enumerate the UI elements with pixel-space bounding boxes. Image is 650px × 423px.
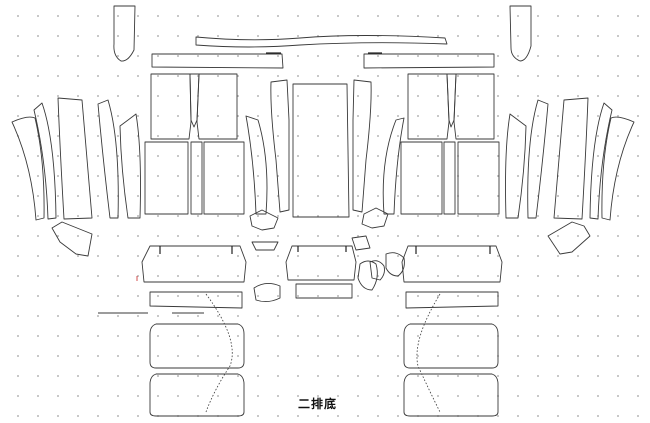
center-right-bolster [352,79,372,213]
right-outer-bolster-5 [505,113,527,219]
right-cushion-lower [403,373,499,417]
left-cushion-upper [149,323,245,369]
right-backrest-upper-a [407,73,450,140]
top-curved-strip [195,35,448,48]
left-cushion-lower [149,373,245,417]
right-round-flap-b [369,260,385,281]
small-trim-top-left [251,241,279,251]
headrest-post-right [509,5,532,62]
left-round-flap [253,283,281,303]
right-long-strip [363,53,495,69]
right-small-strap [547,221,591,255]
left-outer-bolster-3 [57,97,93,220]
right-seat-base [401,245,503,283]
right-outer-bolster-2 [589,102,613,220]
right-outer-bolster-1 [601,116,635,221]
right-outer-bolster-3 [553,97,589,220]
left-outer-bolster-1 [11,116,45,221]
right-round-flap-a [357,260,378,291]
left-outer-bolster-2 [33,102,57,220]
right-cushion-upper [403,323,499,369]
right-backrest-upper-b [453,73,495,140]
left-backrest-lower-c [203,141,245,215]
left-seat-base [141,245,247,283]
right-inner-bolster [382,117,405,215]
left-center-notch [189,73,200,128]
left-mid-piece [249,209,279,231]
right-outer-bolster-4 [527,99,549,219]
right-cushion-strip [405,291,499,309]
left-outer-bolster-5 [119,113,141,219]
left-backrest-lower-b [190,141,203,215]
left-small-strap [51,221,93,257]
left-long-strip [151,53,284,69]
left-inner-bolster [245,115,268,215]
center-seat-strip [295,283,353,299]
center-left-bolster [270,79,290,213]
small-trim-top-right [351,235,371,251]
drawing-caption: 二排底 [298,397,338,411]
left-outer-bolster-4 [97,99,119,219]
right-backrest-lower-c [457,141,500,215]
right-cushion-cut-line [416,293,441,413]
right-mid-piece [361,207,389,229]
headrest-post-left [113,5,136,62]
left-backrest-upper-a [150,73,192,140]
left-cushion-cut-line [205,293,233,413]
left-backrest-upper-b [196,73,238,140]
center-seat-base [285,245,357,281]
left-backrest-lower-a [144,141,189,215]
center-tall-panel [292,83,350,218]
left-cushion-strip [149,291,243,309]
right-backrest-lower-b [443,141,456,215]
right-round-flap-c [385,252,405,277]
right-backrest-lower-a [400,141,443,215]
right-center-notch [446,73,457,128]
